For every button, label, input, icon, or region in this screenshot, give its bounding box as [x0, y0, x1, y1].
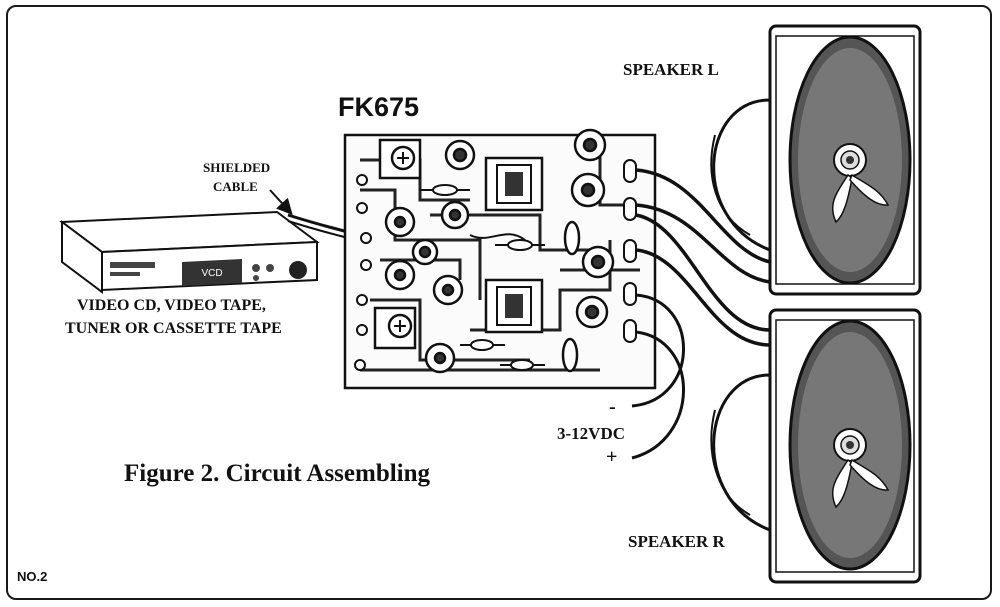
- vcd-player-device: VCD: [59, 210, 320, 294]
- diagram-frame: [6, 5, 992, 600]
- output-terminals: [623, 159, 637, 343]
- source-label-line2: TUNER OR CASSETTE TAPE: [65, 320, 282, 337]
- power-wires: [631, 293, 685, 460]
- cable-label-line1: SHIELDED: [203, 160, 271, 175]
- board-title: FK675: [338, 92, 420, 122]
- speaker-left-label: SPEAKER L: [623, 60, 719, 79]
- speaker-right-label: SPEAKER R: [628, 532, 725, 551]
- device-display-text: VCD: [201, 268, 222, 279]
- potentiometers: [373, 138, 422, 350]
- power-wire-negative: [631, 293, 685, 408]
- capacitors: [384, 128, 615, 374]
- pcb-board: [343, 128, 657, 390]
- input-terminals: [354, 174, 372, 371]
- speaker-right: [710, 308, 922, 584]
- ic-chip-lower: [484, 278, 544, 334]
- power-minus-label: -: [609, 396, 616, 418]
- figure-caption: Figure 2. Circuit Assembling: [124, 460, 431, 487]
- ic-chip-upper: [484, 156, 544, 212]
- source-label-line1: VIDEO CD, VIDEO TAPE,: [77, 297, 266, 314]
- resistors: [420, 184, 545, 371]
- power-voltage-label: 3-12VDC: [557, 424, 625, 443]
- device-side-face: [61, 220, 103, 294]
- speaker-wires: [635, 168, 771, 347]
- device-display: VCD: [182, 259, 242, 286]
- cable-pointer-arrow: [269, 189, 293, 215]
- power-wire-positive: [631, 330, 685, 460]
- speaker-left: [710, 24, 922, 296]
- cable-label-line2: CABLE: [213, 179, 258, 194]
- power-plus-label: +: [606, 446, 618, 468]
- sheet-number: NO.2: [17, 569, 48, 584]
- volume-knob: [289, 261, 307, 279]
